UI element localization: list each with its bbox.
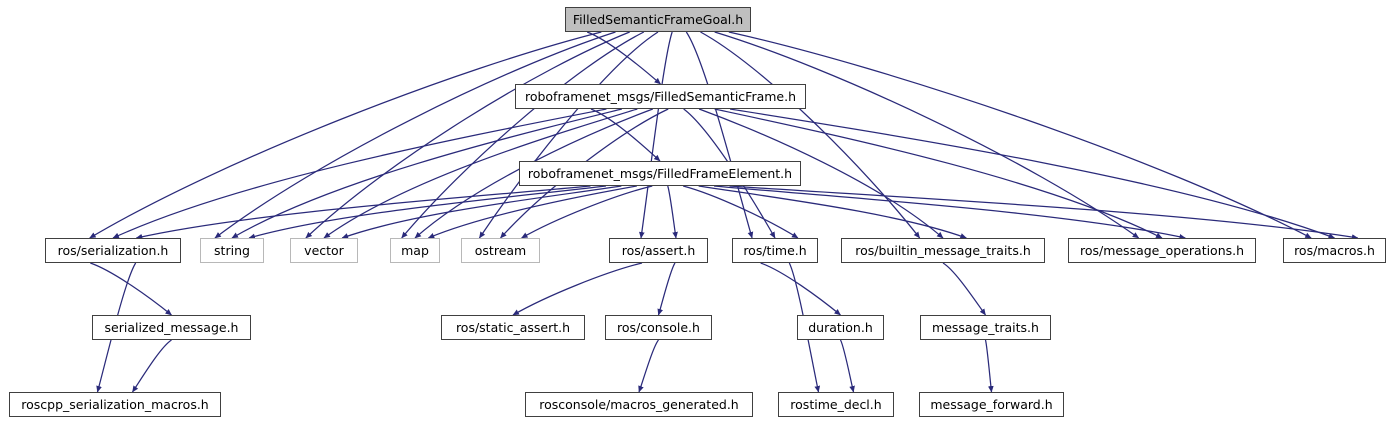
graph-edge-fsf-to-macros: [729, 108, 1335, 239]
graph-node-label: message_traits.h: [932, 320, 1039, 335]
graph-edge-ffe-to-serialization: [135, 185, 591, 240]
graph-node-label: ros/builtin_message_traits.h: [855, 243, 1031, 258]
graph-edge-serialized_msg-to-roscpp_macros: [131, 339, 172, 393]
graph-edge-fsf-to-builtin: [698, 108, 944, 239]
graph-node-duration[interactable]: duration.h: [797, 315, 884, 340]
graph-node-label: ros/static_assert.h: [455, 320, 571, 335]
graph-edge-ffe-to-macros: [729, 185, 1359, 240]
graph-node-serialization[interactable]: ros/serialization.h: [45, 238, 181, 263]
graph-node-label: ros/assert.h: [621, 243, 696, 258]
graph-node-label: rosconsole/macros_generated.h: [539, 397, 739, 412]
graph-node-label: roscpp_serialization_macros.h: [21, 397, 209, 412]
graph-node-label: duration.h: [808, 320, 873, 335]
graph-edge-ffe-to-map: [427, 185, 637, 239]
graph-node-label: string: [214, 243, 250, 258]
graph-node-label: FilledSemanticFrameGoal.h: [572, 12, 744, 27]
graph-edge-fsf-to-ffe: [590, 108, 661, 162]
graph-edge-ffe-to-string: [248, 185, 606, 240]
graph-edge-ffe-to-builtin: [698, 185, 967, 239]
graph-node-label: ros/console.h: [617, 320, 700, 335]
graph-node-ostream[interactable]: ostream: [461, 238, 540, 263]
graph-node-map[interactable]: map: [390, 238, 440, 263]
graph-edge-root-to-assert: [639, 31, 673, 239]
graph-edge-fsf-to-msgops: [714, 108, 1163, 239]
graph-node-message_forward[interactable]: message_forward.h: [919, 392, 1064, 417]
graph-node-label: vector: [304, 243, 344, 258]
graph-edge-root-to-msgops: [714, 31, 1140, 239]
graph-node-rostime_decl[interactable]: rostime_decl.h: [778, 392, 894, 417]
graph-edge-console-to-macros_generated: [638, 339, 660, 393]
graph-edge-fsf-to-serialization: [112, 108, 607, 239]
graph-node-console[interactable]: ros/console.h: [605, 315, 712, 340]
graph-node-macros_generated[interactable]: rosconsole/macros_generated.h: [525, 392, 753, 417]
graph-node-label: roboframenet_msgs/FilledSemanticFrame.h: [524, 89, 797, 104]
graph-node-label: map: [401, 243, 429, 258]
graph-node-serialized_msg[interactable]: serialized_message.h: [92, 315, 251, 340]
graph-edge-root-to-time: [685, 31, 754, 239]
graph-node-string[interactable]: string: [200, 238, 264, 263]
graph-node-macros[interactable]: ros/macros.h: [1283, 238, 1386, 263]
graph-edge-root-to-ostream: [478, 31, 659, 239]
graph-edge-duration-to-rostime_decl: [839, 339, 855, 393]
graph-edge-ffe-to-ostream: [521, 185, 653, 239]
graph-node-label: ros/message_operations.h: [1079, 243, 1245, 258]
graph-edge-time-to-duration: [760, 262, 841, 316]
graph-node-root[interactable]: FilledSemanticFrameGoal.h: [565, 7, 751, 32]
graph-edge-assert-to-console: [657, 262, 676, 316]
graph-edge-assert-to-static_assert: [512, 262, 643, 316]
graph-edge-ffe-to-time: [683, 185, 799, 239]
graph-edge-fsf-to-string: [231, 108, 623, 239]
graph-node-label: roboframenet_msgs/FilledFrameElement.h: [527, 166, 793, 181]
graph-node-ffe[interactable]: roboframenet_msgs/FilledFrameElement.h: [519, 161, 801, 186]
graph-edge-ffe-to-vector: [341, 185, 622, 239]
graph-node-message_traits[interactable]: message_traits.h: [920, 315, 1051, 340]
graph-node-assert[interactable]: ros/assert.h: [609, 238, 708, 263]
graph-node-label: serialized_message.h: [104, 320, 239, 335]
graph-edge-root-to-vector: [305, 31, 630, 239]
graph-node-roscpp_macros[interactable]: roscpp_serialization_macros.h: [9, 392, 221, 417]
graph-edge-root-to-map: [401, 31, 645, 239]
graph-node-label: rostime_decl.h: [790, 397, 882, 412]
graph-node-msgops[interactable]: ros/message_operations.h: [1068, 238, 1256, 263]
graph-node-static_assert[interactable]: ros/static_assert.h: [441, 315, 585, 340]
graph-edge-serialization-to-serialized_msg: [90, 262, 172, 316]
graph-edge-ffe-to-msgops: [714, 185, 1186, 240]
graph-node-label: ostream: [474, 243, 527, 258]
graph-edge-builtin-to-message_traits: [942, 262, 987, 316]
graph-node-builtin[interactable]: ros/builtin_message_traits.h: [841, 238, 1045, 263]
graph-node-label: ros/serialization.h: [57, 243, 169, 258]
graph-node-fsf[interactable]: roboframenet_msgs/FilledSemanticFrame.h: [515, 84, 806, 109]
graph-edge-root-to-fsf: [586, 31, 661, 85]
graph-edge-root-to-serialization: [89, 31, 602, 239]
graph-edge-message_traits-to-message_forward: [984, 339, 994, 393]
graph-node-label: message_forward.h: [930, 397, 1053, 412]
graph-edge-root-to-builtin: [700, 31, 921, 239]
graph-node-vector[interactable]: vector: [290, 238, 358, 263]
graph-node-label: ros/macros.h: [1294, 243, 1375, 258]
graph-edge-root-to-macros: [728, 31, 1312, 239]
graph-node-time[interactable]: ros/time.h: [732, 238, 818, 263]
graph-node-label: ros/time.h: [743, 243, 807, 258]
graph-edge-ffe-to-assert: [667, 185, 678, 239]
graph-edge-root-to-string: [214, 31, 616, 239]
